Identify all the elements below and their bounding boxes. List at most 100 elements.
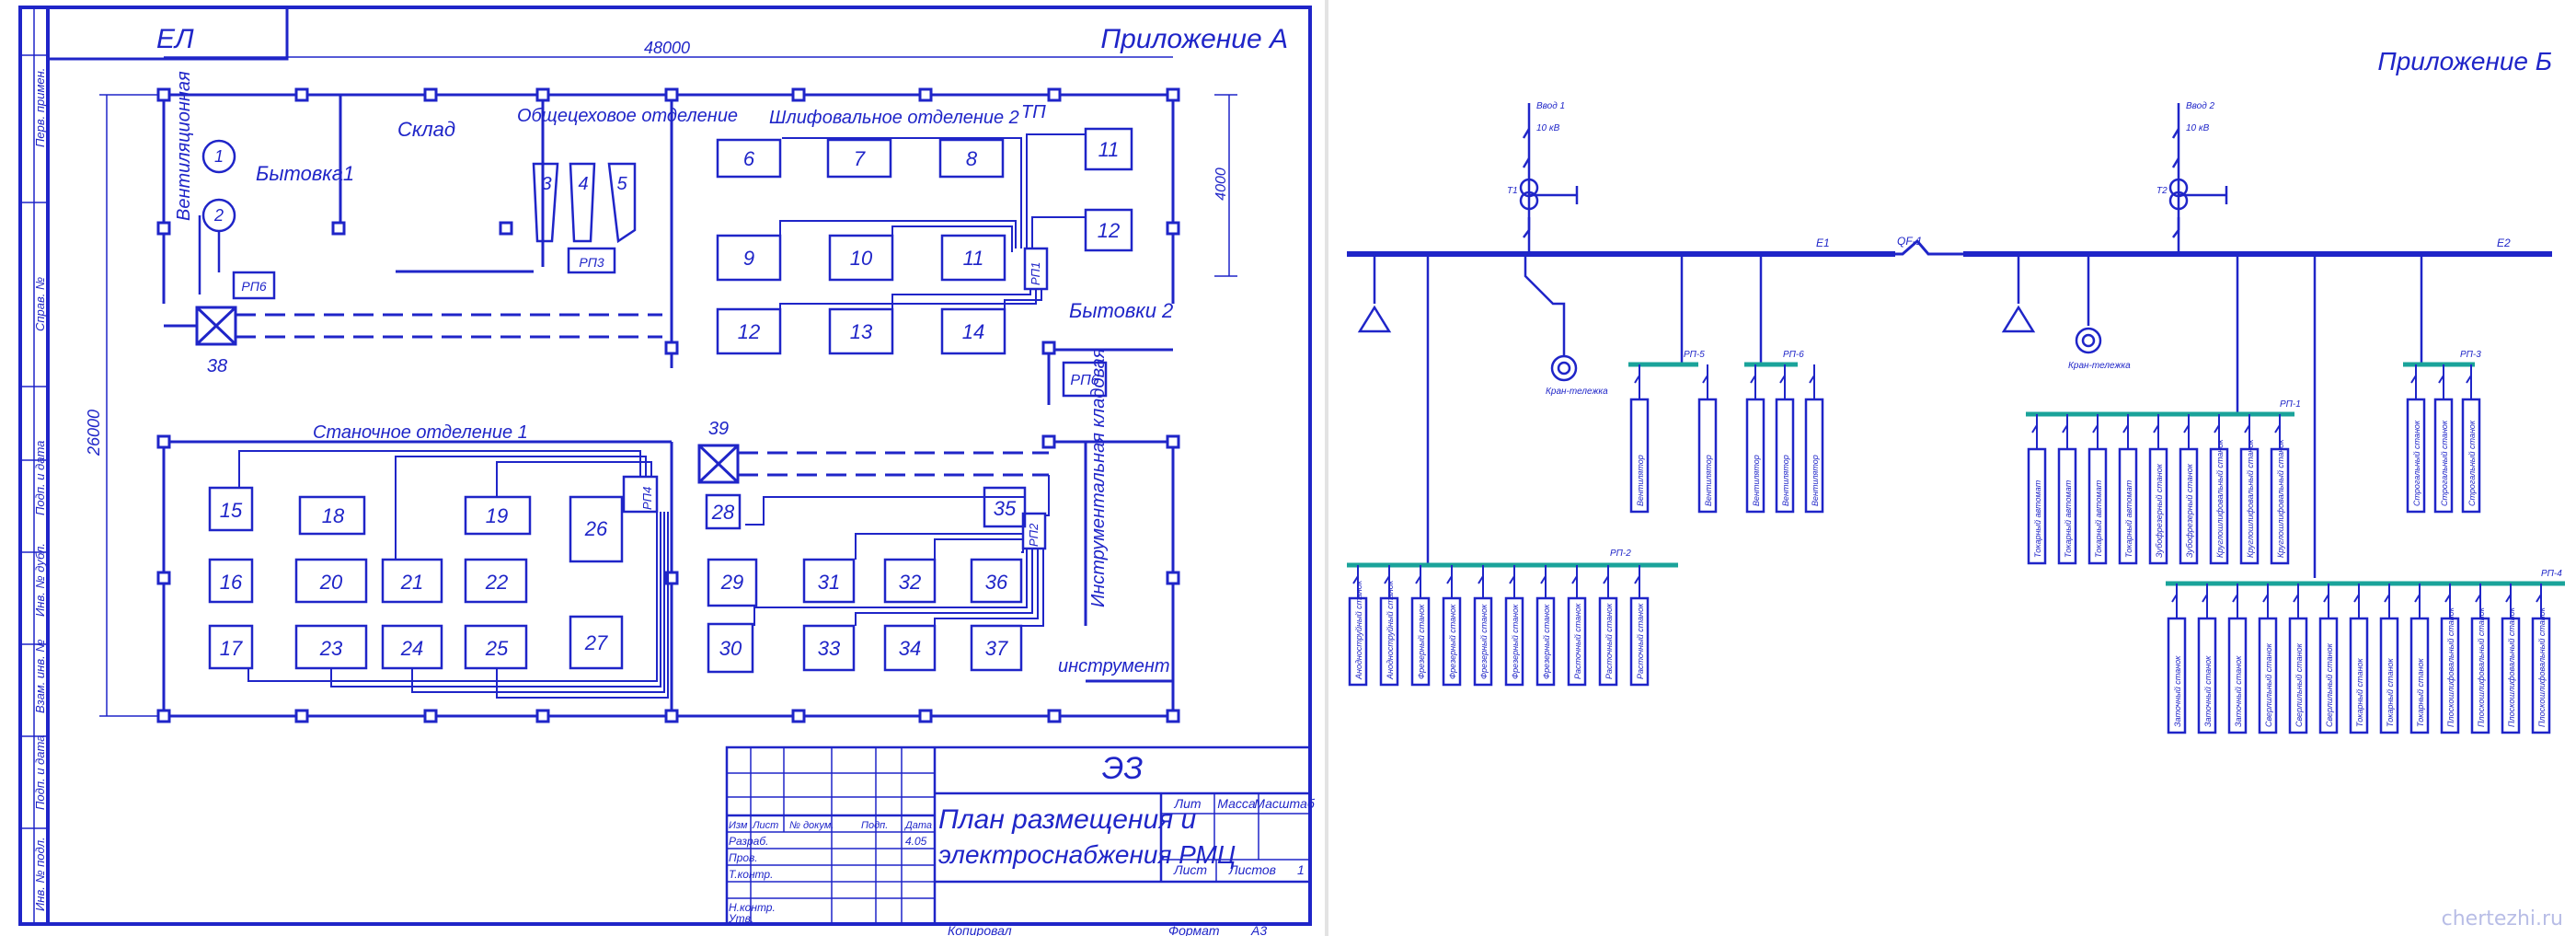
equipment-19: 19	[486, 504, 508, 527]
consumer-box	[2179, 447, 2199, 565]
consumer-label: Зубофрезерный станок	[2185, 463, 2194, 558]
role-approved: Утв.	[728, 912, 753, 925]
consumer-breaker	[1509, 575, 1515, 584]
consumer-label: Токарный автомат	[2094, 480, 2103, 558]
corner-box	[46, 6, 289, 61]
appendix-a-label: Приложение А	[1100, 24, 1288, 54]
title-block	[725, 745, 1312, 926]
consumer-label: Сверлильный станок	[2294, 642, 2304, 727]
equipment-12: 12	[738, 320, 760, 343]
consumer-breaker	[1352, 575, 1359, 584]
consumer-label: Вентилятор	[1752, 455, 1761, 506]
transformer-2-label: Т2	[2156, 186, 2168, 196]
equipment-7: 7	[854, 147, 866, 170]
consumer-breaker	[1415, 575, 1421, 584]
consumer-label: Токарный автомат	[2124, 480, 2133, 558]
room-tools: инструмент	[1058, 656, 1170, 676]
consumer-box	[1775, 398, 1795, 514]
equipment-1: 1	[214, 147, 224, 166]
equipment-t1: 11	[1098, 138, 1120, 161]
equipment-30: 30	[719, 637, 742, 660]
title-line-2: электроснабжения РМЦ	[938, 840, 1236, 869]
room-warehouse: Склад	[397, 118, 455, 141]
consumer-breaker	[2536, 594, 2542, 603]
equipment-14: 14	[962, 320, 984, 343]
consumer-label: Плоскошлифовальный станок	[2477, 607, 2486, 727]
equipment-25: 25	[485, 637, 509, 660]
motor-1-label: Кран-тележка	[1546, 387, 1608, 397]
equipment-13: 13	[850, 320, 873, 343]
consumer-breaker	[1634, 375, 1640, 384]
consumer-label: Вентилятор	[1704, 455, 1713, 506]
equipment-37: 37	[985, 637, 1008, 660]
consumer-breaker	[2214, 424, 2220, 433]
consumer-breaker	[1809, 375, 1815, 384]
consumer-breaker	[2202, 594, 2208, 603]
consumer-breaker	[2274, 424, 2281, 433]
input-2	[2168, 103, 2228, 254]
equipment-18: 18	[322, 504, 345, 527]
sheet-divider	[1325, 0, 1328, 936]
consumer-box	[2349, 617, 2369, 734]
col-scale: Масштаб	[1254, 796, 1316, 811]
consumer-breaker	[1779, 375, 1786, 384]
consumer-box	[1473, 596, 1493, 687]
consumer-box	[2209, 447, 2229, 565]
equipment-23: 23	[319, 637, 343, 660]
consumer-box	[2409, 617, 2430, 734]
input-1	[1519, 103, 1579, 254]
consumer-breaker	[2505, 594, 2512, 603]
rp2-label: РП-2	[1610, 549, 1631, 559]
consumer-label: Анодноструйный станок	[1386, 580, 1395, 680]
consumer-box	[2027, 447, 2047, 565]
rp-buses	[1347, 362, 2565, 586]
consumer-label: Строгальный станок	[2440, 420, 2449, 506]
consumer-label: Фрезерный станок	[1479, 604, 1489, 679]
consumer-box	[1410, 596, 1431, 687]
consumer-box	[2118, 447, 2138, 565]
consumer-breaker	[1540, 575, 1547, 584]
dimension-height: 26000	[85, 410, 103, 456]
consumer-box	[2148, 447, 2168, 565]
input-2-label: Ввод 2	[2186, 101, 2215, 111]
equipment-t2: 12	[1098, 219, 1120, 242]
consumer-box	[2379, 617, 2399, 734]
consumer-breaker	[2438, 375, 2444, 384]
equipment-8: 8	[966, 147, 978, 170]
consumer-breaker	[2031, 424, 2038, 433]
watermark: chertezhi.ru	[2441, 907, 2563, 930]
cable-1-label: 10 кВ	[1536, 123, 1560, 133]
consumer-box	[2197, 617, 2217, 734]
consumer-breaker	[2092, 424, 2099, 433]
consumer-box	[2270, 447, 2290, 565]
room-household-1: Бытовка1	[256, 162, 354, 185]
consumer-label: Сверлильный станок	[2264, 642, 2273, 727]
consumer-breaker	[2262, 594, 2269, 603]
consumer-breaker	[2384, 594, 2390, 603]
equipment-22: 22	[485, 571, 508, 594]
consumer-label: Вентилятор	[1636, 455, 1645, 506]
consumer-box	[2227, 617, 2248, 734]
sheet-label: Лист	[1173, 862, 1207, 877]
side-label: Подп. и дата	[33, 735, 47, 810]
col-lit: Лит	[1173, 796, 1201, 811]
columns	[156, 87, 1180, 723]
inner-frame	[46, 6, 1312, 926]
consumer-label: Плоскошлифовальный станок	[2446, 607, 2455, 727]
consumer-box	[2057, 447, 2077, 565]
feeder-lines	[1426, 254, 2423, 578]
equipment-31: 31	[818, 571, 840, 594]
rp4-label: РП-4	[2541, 569, 2562, 579]
equipment-boxes	[208, 127, 1133, 674]
consumer-breaker	[2466, 375, 2472, 384]
consumer-label: Фрезерный станок	[1448, 604, 1457, 679]
motors	[1524, 254, 2102, 382]
dimensions: 48000 26000 4000	[85, 39, 1237, 717]
equipment-24: 24	[400, 637, 423, 660]
consumer-box	[1504, 596, 1524, 687]
room-lathe-1: Станочное отделение 1	[313, 422, 528, 443]
consumer-box	[2087, 447, 2108, 565]
room-general: Общецеховое отделение	[517, 106, 738, 126]
appendix-b-single-line-diagram: Приложение Б Е1 Е2 QF-1 Ввод 1 10 кВ Т1 …	[1328, 0, 2576, 936]
room-grinding-2: Шлифовальное отделение 2	[769, 108, 1019, 128]
